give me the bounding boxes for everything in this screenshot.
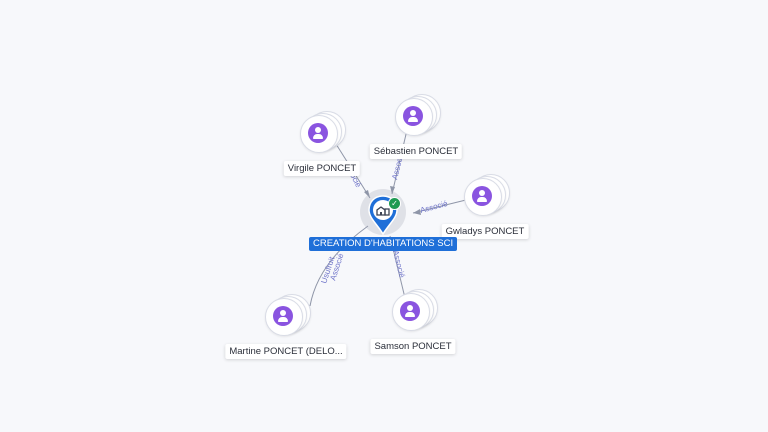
edge-line: [412, 198, 471, 214]
person-icon: [403, 106, 423, 126]
check-icon: ✓: [388, 197, 401, 210]
person-name[interactable]: Virgile PONCET: [283, 161, 361, 176]
edge-label: Associé: [391, 249, 407, 279]
edge-arrow: [413, 209, 421, 215]
person-name[interactable]: Martine PONCET (DELO...: [225, 344, 347, 359]
edge-gwladys: Associé: [412, 198, 471, 215]
person-icon: [400, 301, 420, 321]
person-name[interactable]: Samson PONCET: [370, 339, 456, 354]
person-icon: [472, 186, 492, 206]
edge-line: [391, 129, 408, 195]
edge-arrow: [390, 186, 395, 194]
person-icon: [308, 123, 328, 143]
edge-line: [309, 225, 369, 307]
edge-sebastien: Associé: [390, 129, 408, 195]
company-name[interactable]: CREATION D'HABITATIONS SCI: [309, 237, 458, 251]
person-name[interactable]: Sébastien PONCET: [369, 144, 463, 159]
edge-arrow: [364, 190, 370, 198]
building-icon: [376, 206, 390, 216]
person-icon: [273, 306, 293, 326]
edge-label: Associé: [419, 199, 449, 215]
person-name[interactable]: Gwladys PONCET: [441, 224, 529, 239]
